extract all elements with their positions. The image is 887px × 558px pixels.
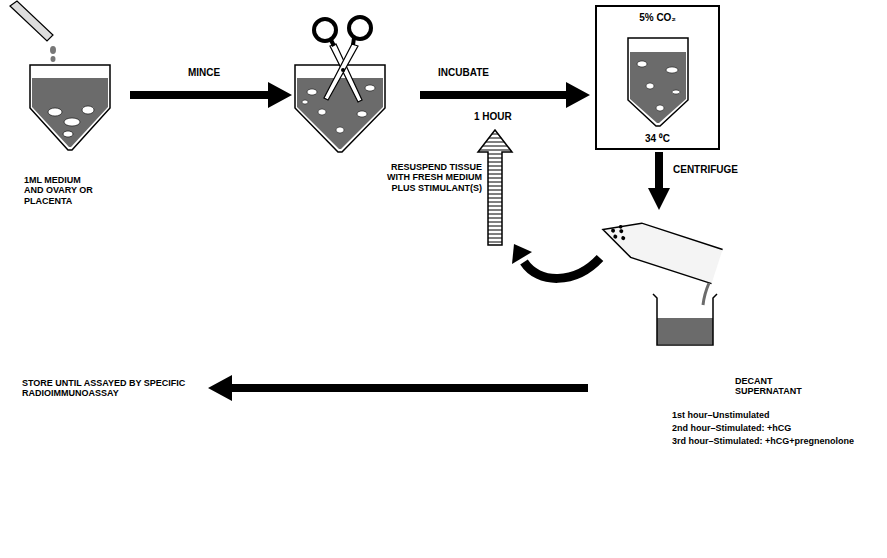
tube <box>318 109 326 115</box>
centrifuge-tube <box>613 234 618 239</box>
flow-arrow <box>655 152 663 188</box>
return-arrow <box>512 244 532 264</box>
tube <box>630 52 686 123</box>
resuspend-arrow <box>478 130 512 245</box>
node-text: 34 ⁰C <box>597 133 718 145</box>
incubator-box: 5% CO₂ 34 ⁰C <box>595 5 720 150</box>
tube-illustration: 1ML MEDIUM AND OVARY OR PLACENTA <box>22 62 114 210</box>
pipette <box>51 56 56 62</box>
tube <box>64 118 80 126</box>
tube <box>646 83 654 89</box>
tube <box>365 85 375 91</box>
step-label: INCUBATE <box>438 67 518 79</box>
return-arrow <box>524 258 600 278</box>
condition-item: 2nd hour–Stimulated: +hCG <box>672 423 791 433</box>
flow-arrow <box>208 375 588 401</box>
scissors <box>353 38 354 45</box>
step-label: CENTRIFUGE <box>673 164 738 176</box>
beaker <box>653 294 717 345</box>
tube <box>666 67 678 73</box>
centrifuge-tube <box>597 212 722 283</box>
tube <box>307 89 317 95</box>
tube <box>82 106 94 114</box>
tube <box>637 61 647 67</box>
scissors <box>314 19 336 41</box>
step-label: MINCE <box>188 67 258 79</box>
flow-arrow <box>420 82 590 108</box>
decant-illustration: DECANT SUPERNATANT <box>598 212 885 402</box>
centrifuge-tube <box>611 228 616 233</box>
tube <box>672 90 680 94</box>
tube <box>628 38 688 126</box>
tube <box>48 108 62 116</box>
tube <box>30 65 110 150</box>
tube <box>32 78 108 147</box>
step-note: STORE UNTIL ASSAYED BY SPECIFIC RADIOIMM… <box>22 378 202 399</box>
node-text: 1ML MEDIUM AND OVARY OR PLACENTA <box>24 175 94 206</box>
tube <box>63 131 73 137</box>
scissors <box>341 68 345 72</box>
tube <box>302 100 308 104</box>
tube <box>297 78 383 149</box>
beaker <box>653 294 717 345</box>
scissors <box>349 17 371 39</box>
centrifuge-tube <box>619 229 624 234</box>
pipette <box>10 1 56 62</box>
tube <box>30 65 110 150</box>
pipette <box>50 46 56 54</box>
pipette <box>10 1 53 41</box>
tube <box>656 105 664 111</box>
step-note: RESUSPEND TISSUE WITH FRESH MEDIUM PLUS … <box>368 162 482 193</box>
beaker <box>657 318 713 344</box>
return-arrow <box>512 244 600 278</box>
tube <box>628 38 688 126</box>
time-label: 1 HOUR <box>474 111 524 123</box>
flow-arrow <box>130 82 292 108</box>
centrifuge-tube <box>621 236 626 241</box>
scissors <box>324 44 358 100</box>
condition-item: 1st hour–Unstimulated <box>672 410 770 420</box>
stream <box>703 283 709 305</box>
scissors <box>330 44 362 102</box>
scissors <box>331 40 334 46</box>
condition-item: 3rd hour–Stimulated: +hCG+pregnenolone <box>672 436 854 446</box>
node-text: DECANT SUPERNATANT <box>735 376 830 397</box>
tube <box>357 111 367 117</box>
scissors <box>314 17 371 102</box>
tube <box>336 127 344 133</box>
centrifuge-tube <box>597 212 722 283</box>
centrifuge-tube <box>618 225 623 230</box>
node-text: 5% CO₂ <box>597 12 718 24</box>
